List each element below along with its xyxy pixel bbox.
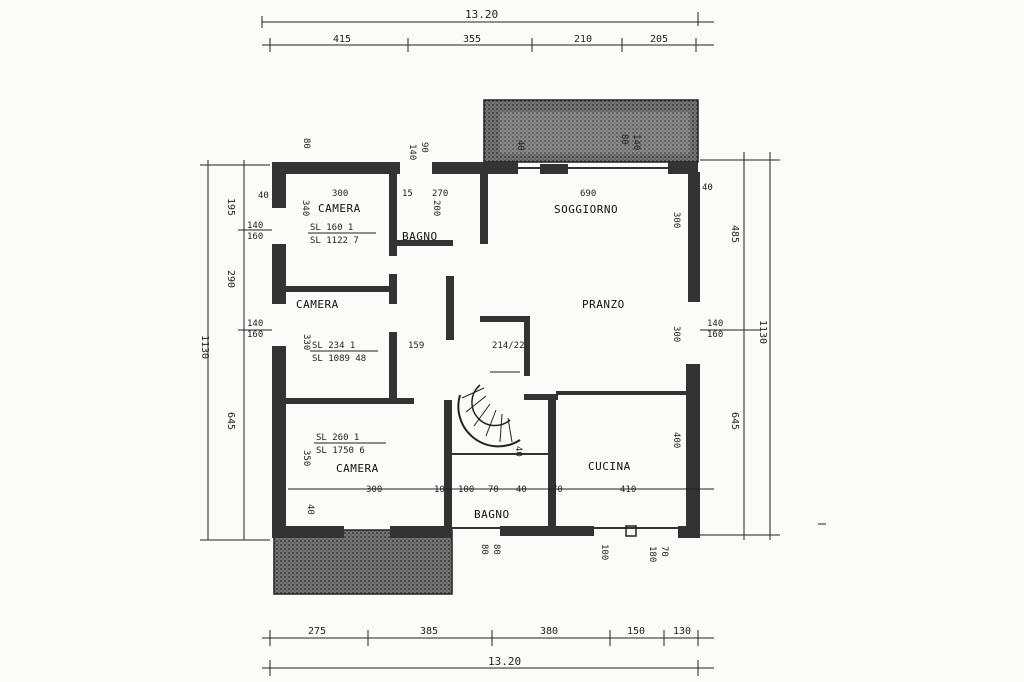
camera1-area-b: SL 1122 7 (310, 236, 359, 246)
dim-bottom-row-2: 10 (434, 485, 445, 495)
room-cucina: CUCINA (588, 460, 631, 473)
dim-camera1-height: 340 (300, 200, 310, 216)
bottom-dim-segment-5: 130 (673, 626, 691, 637)
room-bagno-1: BAGNO (402, 230, 438, 243)
dim-cucina-height: 400 (671, 432, 681, 448)
bottom-wall-label-5: 70 (659, 546, 669, 557)
bottom-dim-segment-2: 385 (420, 626, 438, 637)
walls (272, 99, 700, 595)
dim-bottom-row-1: 300 (366, 485, 382, 495)
top-dim-segment-2: 355 (463, 34, 481, 45)
dim-bottom-row-7: 410 (620, 485, 636, 495)
right-dimension-lines: 485 645 1130 140 160 (700, 152, 826, 540)
dim-soggiorno-height: 300 (671, 212, 681, 228)
top-dim-segment-4: 205 (650, 34, 668, 45)
dim-top-right-40: 40 (702, 183, 713, 193)
bottom-dim-segment-4: 150 (627, 626, 645, 637)
left-dim-part-1: 195 (225, 198, 236, 216)
top-dim-segment-3: 210 (574, 34, 592, 45)
top-dimension-lines: 13.20 415 355 210 205 (261, 8, 714, 52)
top-wall-label-4: 40 (515, 140, 525, 151)
top-wall-label-6: 140 (631, 134, 641, 150)
opening-labels: 80 140 90 40 80 140 80 80 100 180 70 (301, 134, 669, 562)
room-soggiorno: SOGGIORNO (554, 203, 618, 216)
top-wall-label-1: 80 (301, 138, 311, 149)
dim-camera2-height: 330 (301, 334, 311, 350)
left-label-1: 140 (247, 221, 263, 231)
dim-bagno-width: 270 (432, 189, 448, 199)
camera3-area-b: SL 1750 6 (316, 446, 365, 456)
bottom-dimension-lines: 275 385 380 150 130 13.20 (262, 626, 714, 676)
room-pranzo: PRANZO (582, 298, 625, 311)
dim-bottom-row-6: 70 (552, 485, 563, 495)
right-label-2: 160 (707, 330, 723, 340)
dim-bottom-row-3: 100 (458, 485, 474, 495)
bottom-dim-segment-3: 380 (540, 626, 558, 637)
dim-corridor: 159 (408, 341, 424, 351)
dim-bottom-left-40: 40 (305, 504, 315, 515)
room-camera-2: CAMERA (296, 298, 339, 311)
bottom-wall-label-2: 80 (491, 544, 501, 555)
bottom-wall-label-3: 100 (599, 544, 609, 560)
camera2-area-b: SL 1089 48 (312, 354, 366, 364)
dim-bagno-height: 200 (431, 200, 441, 216)
left-dim-part-3: 645 (225, 412, 236, 430)
right-dim-part-2: 645 (729, 412, 740, 430)
dim-bottom-row-5: 40 (516, 485, 527, 495)
stair-label: 214/22 (492, 341, 525, 351)
right-label-1: 140 (707, 319, 723, 329)
dim-pranzo-height: 300 (671, 326, 681, 342)
area-notes: SL 160 1 SL 1122 7 SL 234 1 SL 1089 48 S… (308, 223, 386, 456)
left-dim-part-2: 290 (225, 270, 236, 288)
room-camera-1: CAMERA (318, 202, 361, 215)
left-dim-total: 1130 (199, 335, 210, 359)
left-label-3: 140 (247, 319, 263, 329)
dim-wall-15: 15 (402, 189, 413, 199)
bottom-wall-label-4: 180 (647, 546, 657, 562)
left-label-2: 160 (247, 232, 263, 242)
dim-soggiorno-width: 690 (580, 189, 596, 199)
camera3-area-a: SL 260 1 (316, 433, 359, 443)
top-dim-segment-1: 415 (333, 34, 351, 45)
top-wall-label-5: 80 (619, 134, 629, 145)
top-total-dimension: 13.20 (465, 8, 498, 21)
room-bagno-2: BAGNO (474, 508, 510, 521)
camera2-area-a: SL 234 1 (312, 341, 355, 351)
room-labels: CAMERA BAGNO SOGGIORNO CAMERA PRANZO CAM… (296, 202, 631, 521)
right-dim-total: 1130 (757, 320, 768, 344)
spiral-stair: 214/22 (457, 341, 525, 448)
room-camera-3: CAMERA (336, 462, 379, 475)
top-wall-label-2: 140 (407, 144, 417, 160)
interior-dimensions: 300 15 270 690 40 40 340 200 300 330 300… (258, 183, 714, 515)
left-label-4: 160 (247, 330, 263, 340)
left-dimension-lines: 195 290 645 1130 140 160 140 160 (199, 160, 272, 541)
dim-bottom-row-4: 70 (488, 485, 499, 495)
dim-camera1-width: 300 (332, 189, 348, 199)
right-dim-part-1: 485 (729, 225, 740, 243)
bottom-wall-label-1: 80 (479, 544, 489, 555)
dim-camera3-height: 350 (301, 450, 311, 466)
dim-bagno2-height: 40 (513, 446, 523, 457)
top-wall-label-3: 90 (419, 142, 429, 153)
bottom-dim-segment-1: 275 (308, 626, 326, 637)
dim-top-left-40: 40 (258, 191, 269, 201)
camera1-area-a: SL 160 1 (310, 223, 353, 233)
bottom-total-dimension: 13.20 (488, 655, 521, 668)
